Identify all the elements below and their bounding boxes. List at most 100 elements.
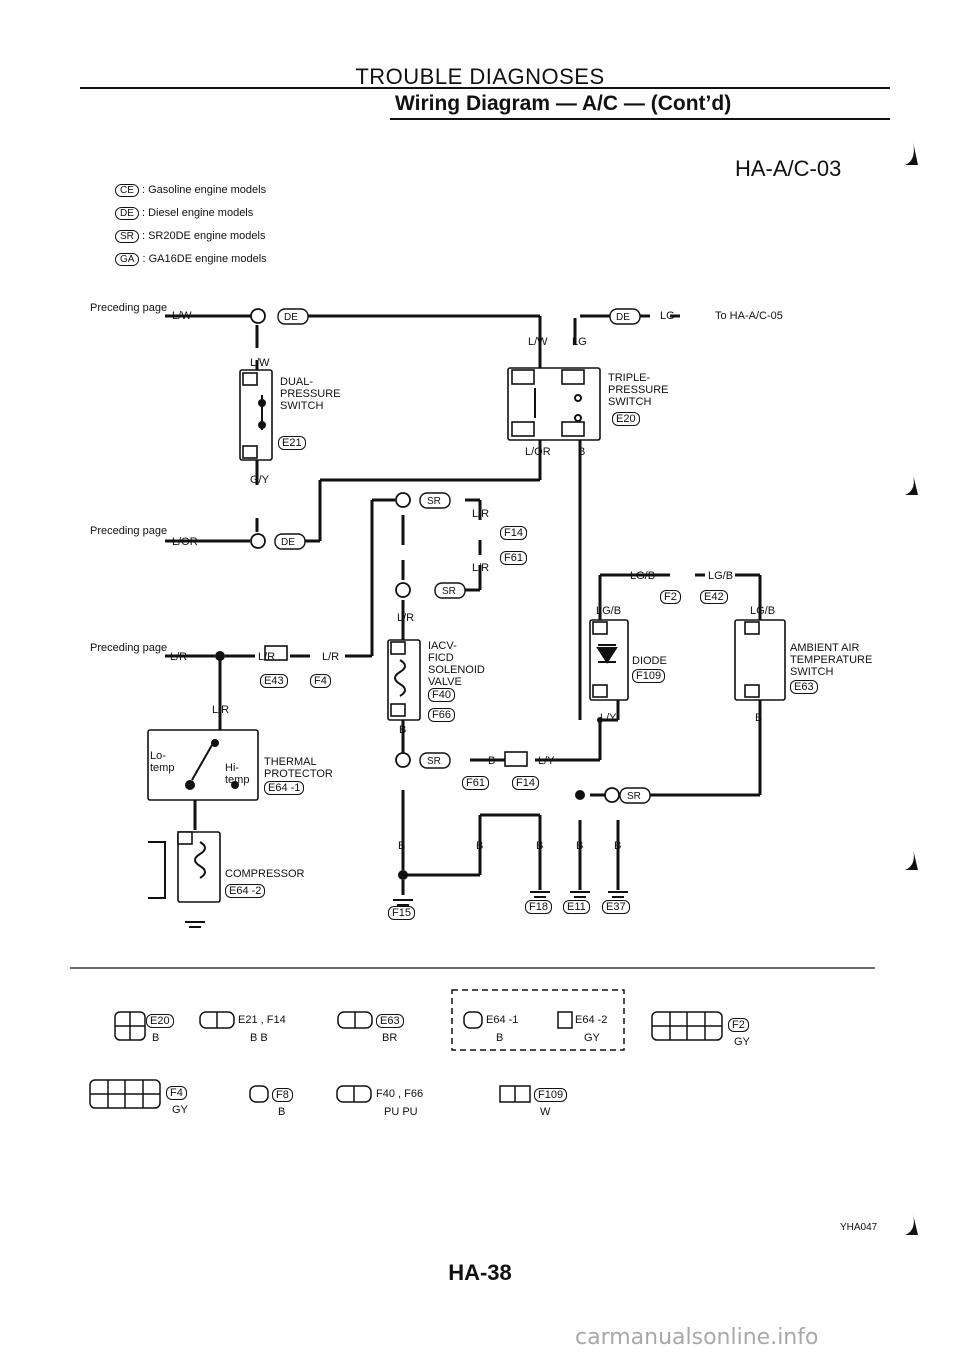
conn-view-e63: E63	[376, 1014, 404, 1028]
legend-item-de: DE : Diesel engine models	[115, 207, 253, 220]
connector-e42: E42	[700, 590, 728, 604]
wire-lgb: LG/B	[708, 570, 734, 582]
conn-view-f40-f66: F40 , F66	[376, 1088, 424, 1100]
preceding-page-label: Preceding page	[90, 302, 168, 314]
wire-lr: L/R	[397, 612, 415, 624]
connector-f15: F15	[388, 906, 415, 920]
page-number: HA-38	[448, 1260, 512, 1285]
connector-e11: E11	[563, 900, 590, 914]
margin-mark	[905, 470, 918, 495]
conn-view-color: W	[540, 1106, 551, 1118]
wire-b: B	[398, 840, 406, 852]
conn-view-e64-2: E64 -2	[575, 1014, 608, 1026]
wire-lr: L/R	[472, 562, 490, 574]
wire-b: B	[399, 724, 407, 736]
hi-temp-label: Hi-temp	[225, 762, 250, 786]
junctions	[215, 651, 603, 880]
conn-view-e21-f14: E21 , F14	[238, 1014, 286, 1026]
conn-view-color: B	[152, 1032, 160, 1044]
connector-e64-2: E64 -2	[225, 884, 266, 898]
conn-view-color: GY	[584, 1032, 600, 1044]
conn-view-f4: F4	[166, 1086, 187, 1100]
connector-f18: F18	[525, 900, 552, 914]
svg-text:SR: SR	[427, 756, 441, 767]
margin-mark	[905, 845, 918, 870]
legend-text: : GA16DE engine models	[142, 253, 267, 265]
route-tag-icon: DE	[115, 207, 139, 220]
conn-view-f8: F8	[272, 1088, 293, 1102]
legend-text: : Diesel engine models	[141, 207, 254, 219]
wire-lg: LG	[660, 310, 675, 322]
wire-b: B	[614, 840, 622, 852]
connector-f4: F4	[310, 674, 331, 688]
wire-ly: L/Y	[538, 755, 555, 767]
diagram-id: HA-A/C-03	[735, 156, 842, 181]
connector-f14: F14	[500, 526, 527, 540]
conn-view-f109: F109	[534, 1088, 568, 1102]
wire-lw: L/W	[250, 357, 270, 369]
conn-view-color: BR	[382, 1032, 398, 1044]
wire-b: B	[488, 755, 496, 767]
watermark: carmanualsonline.info	[575, 1325, 819, 1350]
route-tag-text: DE DE DE SR SR SR SR	[281, 312, 641, 802]
connector-e63: E63	[790, 680, 818, 694]
route-tag-icon: GA	[115, 253, 140, 266]
margin-mark	[905, 1210, 918, 1235]
svg-text:DE: DE	[281, 537, 295, 548]
wire-lg: LG	[572, 336, 587, 348]
route-tag-icon: CE	[115, 184, 139, 197]
preceding-page-label: Preceding page	[90, 642, 168, 654]
wire-gy: G/Y	[250, 474, 269, 486]
conn-view-color: GY	[172, 1104, 188, 1116]
legend-text: : Gasoline engine models	[141, 184, 267, 196]
margin-mark	[905, 137, 918, 165]
compressor-label: COMPRESSOR	[225, 868, 305, 880]
wire-lr: L/R	[212, 704, 230, 716]
connector-f61: F61	[500, 551, 527, 565]
wire-b: B	[578, 446, 586, 458]
ground-symbols	[185, 891, 628, 928]
legend-text: : SR20DE engine models	[141, 230, 266, 242]
connector-f61: F61	[462, 776, 489, 790]
preceding-page-label: Preceding page	[90, 525, 168, 537]
wire-lr: L/R	[322, 651, 340, 663]
figure-code: YHA047	[840, 1222, 878, 1233]
wire-lgb: LG/B	[750, 605, 776, 617]
connector-f14: F14	[512, 776, 539, 790]
connector-f40: F40	[428, 688, 455, 702]
connector-views	[89, 989, 723, 1109]
legend-item-ga: GA : GA16DE engine models	[115, 253, 267, 266]
wire-lor: L/OR	[525, 446, 551, 458]
conn-view-color: GY	[734, 1036, 750, 1048]
components	[147, 367, 786, 903]
connector-e43: E43	[260, 674, 288, 688]
conn-view-f2: F2	[728, 1018, 749, 1032]
wire-ly: L/Y	[600, 712, 617, 724]
connector-e64-1: E64 -1	[264, 781, 305, 795]
route-tags	[274, 308, 651, 804]
wire-b: B	[476, 840, 484, 852]
wire-b: B	[536, 840, 544, 852]
svg-text:SR: SR	[427, 496, 441, 507]
svg-text:DE: DE	[284, 312, 298, 323]
conn-view-color: PU PU	[384, 1106, 418, 1118]
legend-item-sr: SR : SR20DE engine models	[115, 230, 265, 243]
wire-lw: L/W	[172, 310, 192, 322]
connector-f109: F109	[632, 669, 666, 683]
connector-f2: F2	[660, 590, 681, 604]
diode-label: DIODE	[632, 655, 667, 667]
connector-e21: E21	[278, 436, 306, 450]
wire-lr: L/R	[258, 651, 276, 663]
svg-text:DE: DE	[616, 312, 630, 323]
page-title: TROUBLE DIAGNOSES	[355, 64, 605, 89]
connector-f66: F66	[428, 708, 455, 722]
splice-circles	[250, 308, 620, 803]
wire-lr: L/R	[472, 508, 490, 520]
conn-view-color: B B	[250, 1032, 268, 1044]
wire-lw: L/W	[528, 336, 548, 348]
connector-e37: E37	[602, 900, 630, 914]
conn-view-color: B	[278, 1106, 286, 1118]
